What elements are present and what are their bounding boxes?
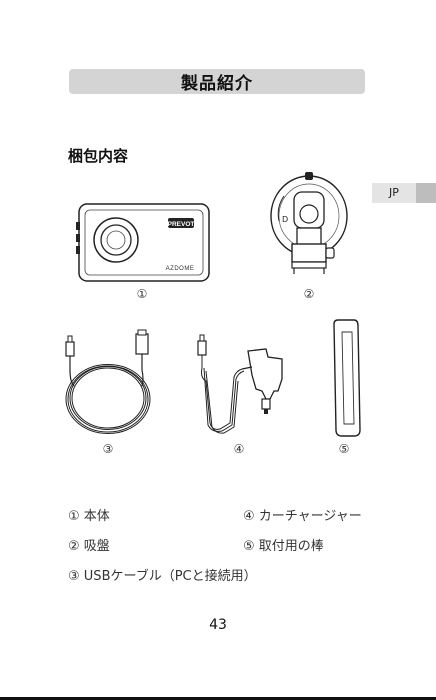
list-marker: ④ [243,509,255,524]
list-text: 本体 [84,509,110,524]
camera-model-text: AZDOME [166,266,195,272]
language-tab-label: JP [372,183,416,203]
list-marker: ① [68,509,80,524]
list-text: 吸盤 [84,539,110,554]
list-item-car-charger: ④ カーチャージャー [243,505,362,524]
list-item-usb-cable: ③ USBケーブル（PCと接続用） [68,565,257,584]
list-item-mounting-stick: ⑤ 取付用の棒 [243,535,324,554]
suction-mount-illustration: D [264,166,354,278]
figure-label-1: ① [132,287,152,301]
page-number: 43 [0,617,436,633]
mounting-stick-illustration [328,318,368,438]
list-marker: ② [68,539,80,554]
list-marker: ③ [68,569,80,584]
list-text: 取付用の棒 [259,539,324,554]
language-tab-strip [416,183,436,203]
list-marker: ⑤ [243,539,255,554]
figure-label-4: ④ [229,442,249,456]
language-tab: JP [372,183,436,203]
svg-text:D: D [282,215,288,224]
figure-label-3: ③ [98,442,118,456]
section-heading: 梱包内容 [68,145,128,166]
list-item-body: ① 本体 [68,505,110,524]
car-charger-illustration [190,333,290,438]
list-text: カーチャージャー [259,509,362,524]
dashcam-illustration: PREVOT AZDOME [76,200,212,285]
title-bar: 製品紹介 [69,69,365,94]
camera-brand-text: PREVOT [168,221,195,228]
figure-label-2: ② [299,287,319,301]
figure-label-5: ⑤ [334,442,354,456]
usb-cable-illustration [60,330,160,435]
list-text: USBケーブル（PCと接続用） [84,569,257,584]
list-item-suction-cup: ② 吸盤 [68,535,110,554]
page-title: 製品紹介 [181,69,253,94]
